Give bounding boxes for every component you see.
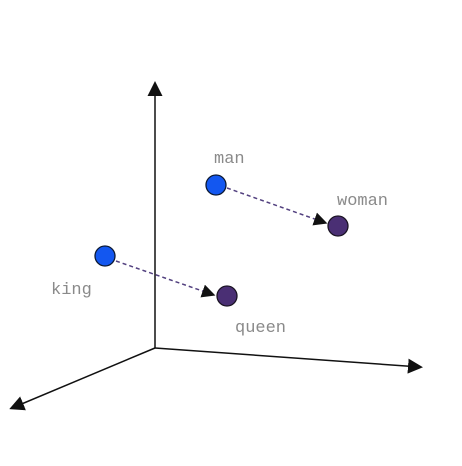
king-point bbox=[94, 245, 116, 267]
woman-label: woman bbox=[337, 192, 388, 211]
queen-point bbox=[216, 285, 238, 307]
king-to-queen-arrow bbox=[115, 260, 216, 298]
king-label: king bbox=[51, 281, 92, 300]
right-axis bbox=[154, 347, 423, 374]
woman-point bbox=[327, 215, 349, 237]
queen-label: queen bbox=[235, 319, 286, 338]
man-point bbox=[205, 174, 227, 196]
left-axis bbox=[9, 347, 156, 411]
man-to-woman-arrow bbox=[226, 187, 328, 226]
man-label: man bbox=[214, 150, 245, 169]
